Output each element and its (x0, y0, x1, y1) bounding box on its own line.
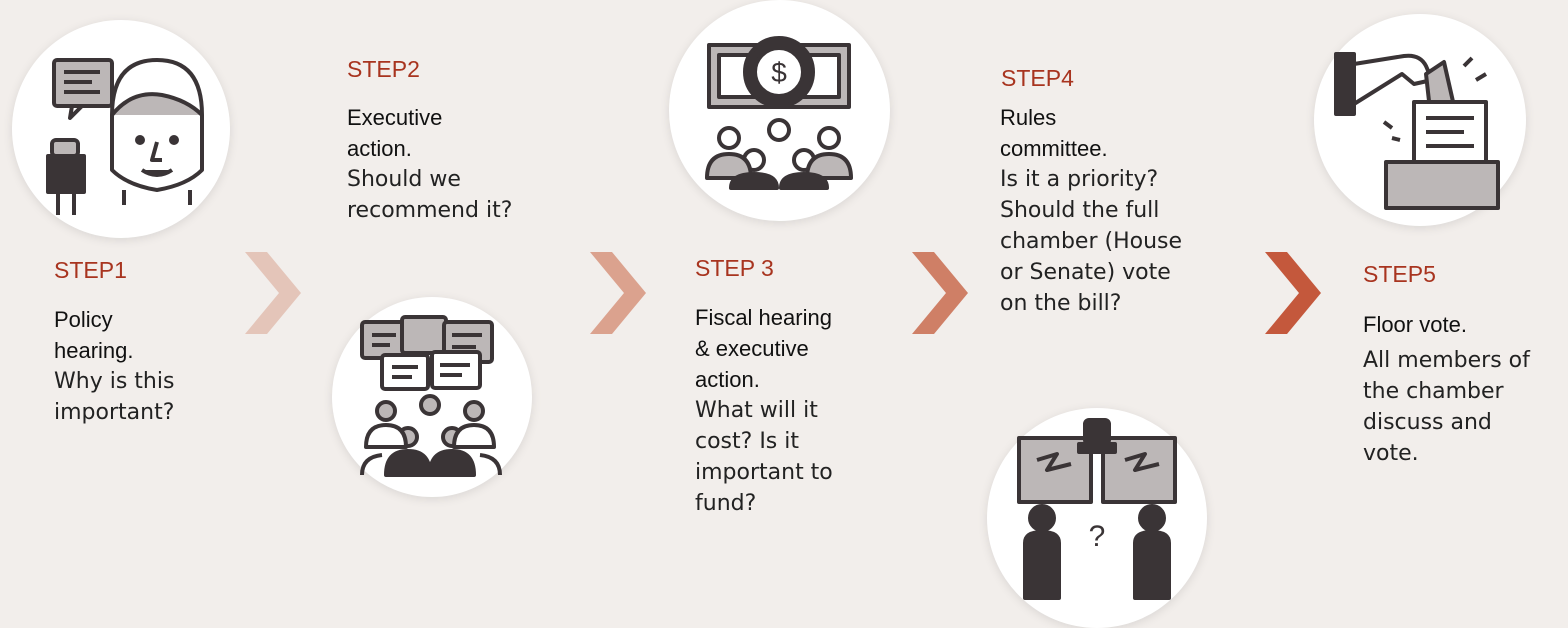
step3-icon-circle: $ (669, 0, 890, 221)
chevron-right-icon (245, 252, 301, 334)
step5-desc-line: All members of (1363, 348, 1530, 373)
step1-desc-line: Why is this (54, 369, 175, 394)
step1-label: STEP1 (54, 257, 127, 283)
chevron-right-icon (912, 252, 968, 334)
step3-title-line: & executive (695, 336, 809, 361)
step4-icon-circle: ? (987, 408, 1207, 628)
arrow-1 (245, 252, 301, 334)
step3-title-line: action. (695, 367, 760, 392)
step4-title-line: committee. (1000, 136, 1108, 161)
svg-text:?: ? (1089, 520, 1106, 553)
step5-label: STEP5 (1363, 261, 1436, 287)
step5-desc-line: discuss and (1363, 410, 1492, 435)
step5-icon-circle (1314, 14, 1526, 226)
step4-title-line: Rules (1000, 105, 1057, 130)
step5-title: Floor vote. (1363, 309, 1467, 340)
step4-desc-line: chamber (House (1000, 229, 1183, 254)
step2-description: Should we recommend it? (347, 164, 512, 226)
step5-title-line: Floor vote. (1363, 312, 1467, 337)
step2-title: Executive action. (347, 102, 442, 164)
step2-title-line: Executive (347, 105, 443, 130)
step5-description: All members of the chamber discuss and v… (1363, 345, 1530, 469)
step1-title-line: Policy (54, 307, 113, 332)
step1-title: Policy hearing. (54, 304, 134, 366)
step4-desc-line: Is it a priority? (1000, 167, 1159, 192)
step1-desc-line: important? (54, 400, 175, 425)
step2-desc-line: recommend it? (347, 198, 513, 223)
step2-title-line: action. (347, 136, 412, 161)
debate-alarm-icon: ? (1017, 418, 1177, 600)
step5-desc-line: the chamber (1363, 379, 1504, 404)
step1-description: Why is this important? (54, 366, 174, 428)
step3-title: Fiscal hearing & executive action. (695, 302, 832, 395)
step3-desc-line: cost? Is it (695, 429, 799, 454)
step3-label: STEP 3 (695, 255, 774, 281)
budget-audience-icon: $ (705, 36, 853, 190)
step3-description: What will it cost? Is it important to fu… (695, 395, 833, 519)
step3-desc-line: fund? (695, 491, 757, 516)
arrow-4 (1265, 252, 1321, 334)
step4-desc-line: on the bill? (1000, 291, 1122, 316)
step2-desc-line: Should we (347, 167, 461, 192)
step3-desc-line: important to (695, 460, 833, 485)
step1-title-line: hearing. (54, 338, 134, 363)
step3-title-line: Fiscal hearing (695, 305, 832, 330)
step4-description: Is it a priority? Should the full chambe… (1000, 164, 1182, 319)
step3-desc-line: What will it (695, 398, 818, 423)
step4-label: STEP4 (1001, 65, 1074, 91)
presenter-microphone-icon (46, 58, 204, 215)
arrow-3 (912, 252, 968, 334)
step4-desc-line: Should the full (1000, 198, 1160, 223)
chevron-right-icon (590, 252, 646, 334)
step2-label: STEP2 (347, 56, 420, 82)
step2-icon-circle (332, 297, 532, 497)
step4-title: Rules committee. (1000, 102, 1108, 164)
step4-desc-line: or Senate) vote (1000, 260, 1171, 285)
step1-icon-circle (12, 20, 230, 238)
step5-desc-line: vote. (1363, 441, 1419, 466)
svg-text:$: $ (771, 57, 787, 88)
chevron-right-icon (1265, 252, 1321, 334)
ballot-box-icon (1334, 52, 1500, 210)
arrow-2 (590, 252, 646, 334)
group-discussion-icon (360, 315, 502, 477)
